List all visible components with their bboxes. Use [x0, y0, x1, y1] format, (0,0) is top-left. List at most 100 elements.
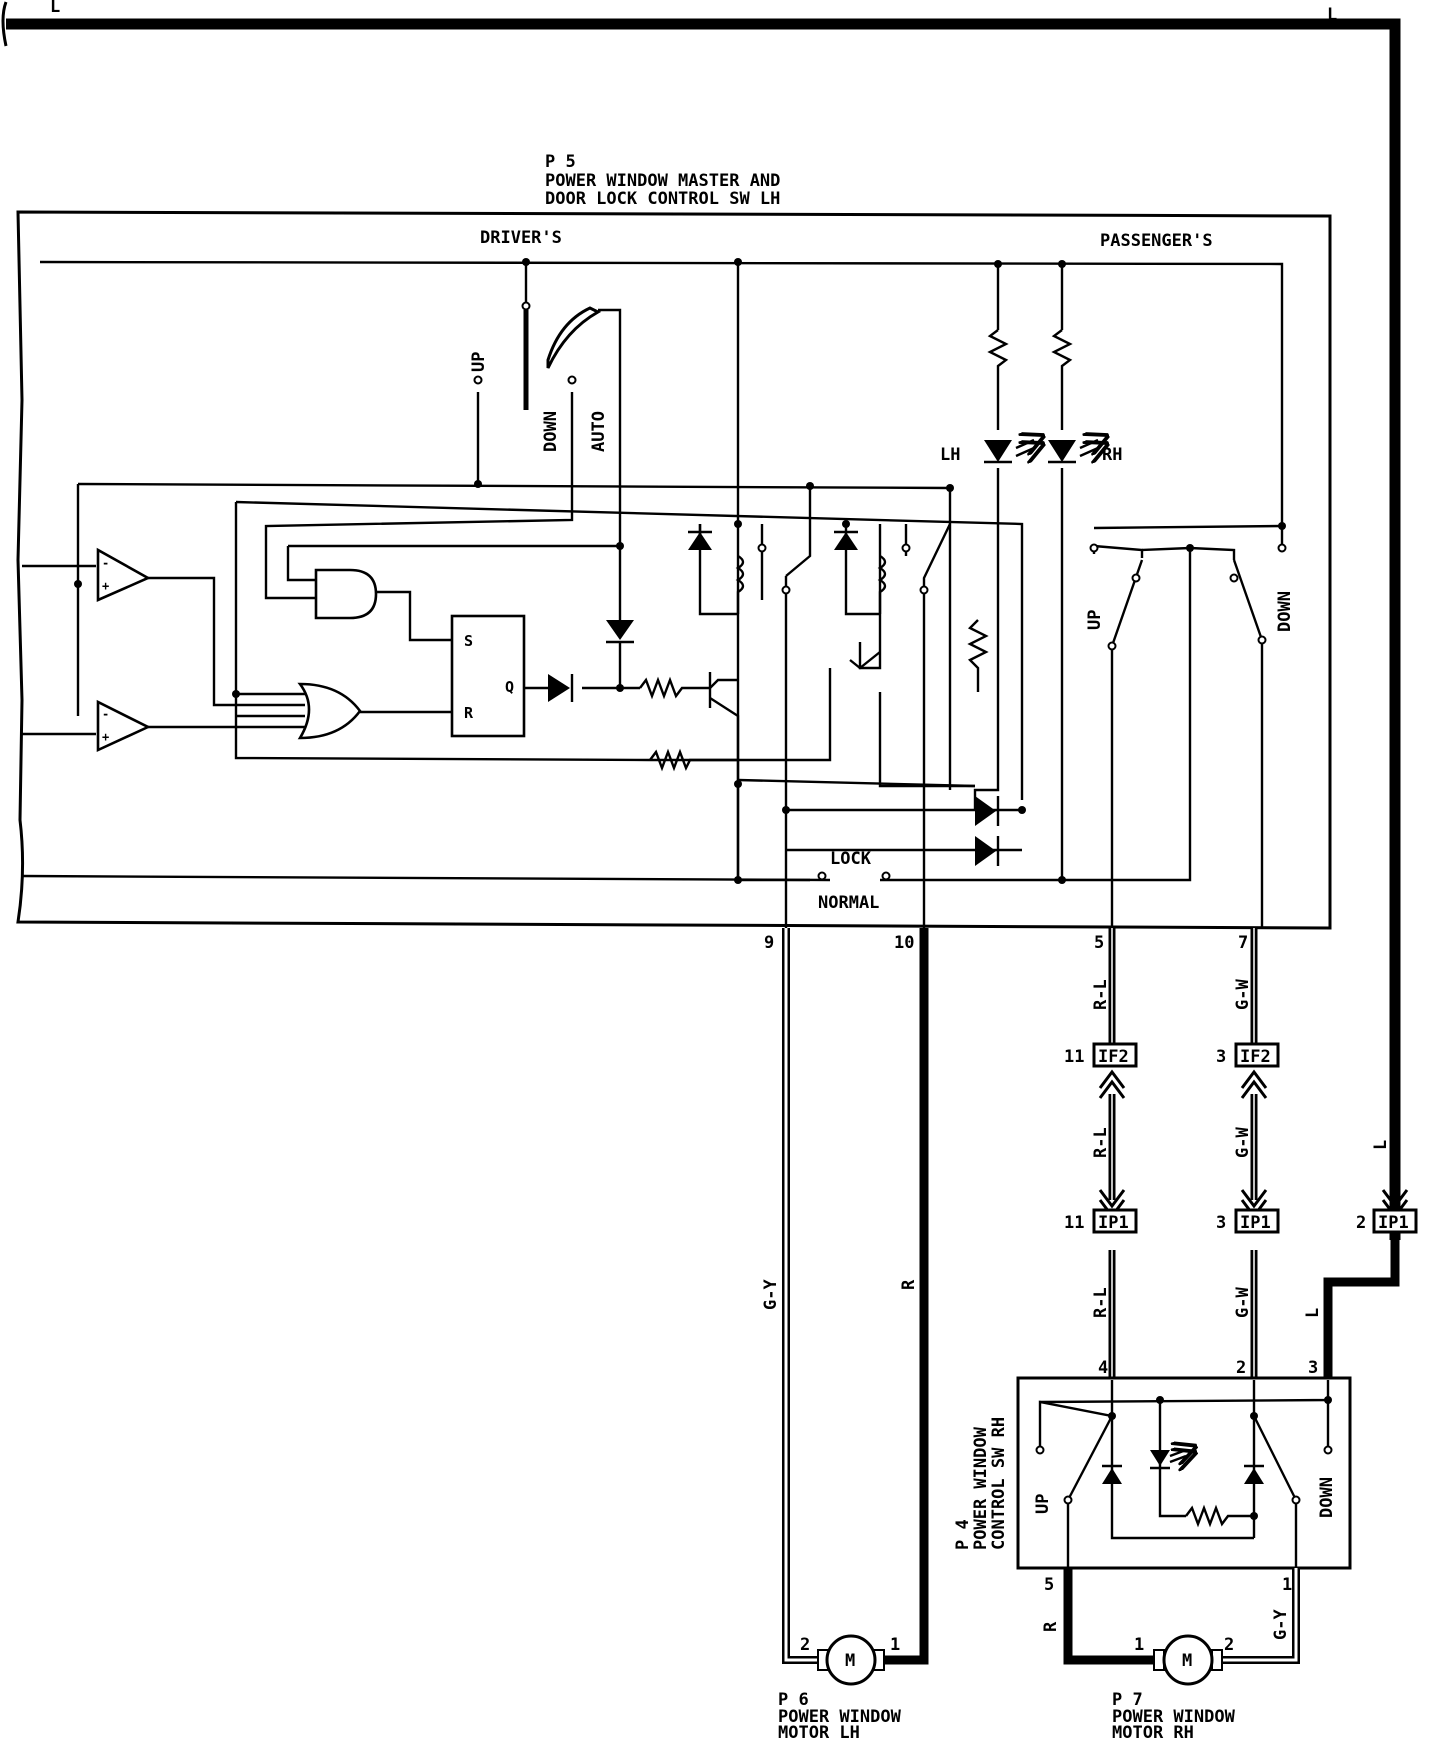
master-pin-10: 10: [894, 933, 914, 953]
lock-diodes: [975, 796, 1000, 866]
wire-label-l-right: L: [1327, 5, 1337, 25]
rh-switch-id: P 4: [953, 1519, 973, 1550]
connector-ip1-b: [1234, 1208, 1280, 1234]
svg-text:+: +: [102, 579, 109, 593]
connector-ip1-a: [1092, 1208, 1138, 1234]
motor-lh-pin-2: 2: [800, 1635, 810, 1655]
rh-pin-2: 2: [1236, 1358, 1246, 1378]
comparator-lower: - +: [96, 699, 152, 753]
wire-label-rl-2: R-L: [1091, 1127, 1111, 1158]
driver-rocker-switch: [523, 306, 622, 410]
connector-if2-b: [1234, 1042, 1280, 1068]
connector-if2-a-pin: 11: [1064, 1047, 1084, 1067]
motor-rh-name-2: MOTOR RH: [1112, 1723, 1194, 1742]
svg-text:-: -: [102, 556, 109, 570]
svg-text:+: +: [102, 730, 109, 744]
rh-pin-5: 5: [1044, 1575, 1054, 1595]
led-lh: [984, 440, 1034, 462]
wire-label-rl-1: R-L: [1091, 979, 1111, 1010]
wire-label-l-rh: L: [1303, 1308, 1323, 1318]
rh-pin-1: 1: [1282, 1575, 1292, 1595]
diode-q: [548, 674, 574, 702]
master-junction-dots: [74, 258, 1286, 884]
motor-rh-pin-2: 2: [1224, 1635, 1234, 1655]
rh-pin-3: 3: [1308, 1358, 1318, 1378]
or-gate: [297, 682, 362, 740]
wire-g-y-rh: [1222, 1568, 1300, 1664]
master-open-contacts: [473, 301, 1287, 881]
connector-if2-a: [1092, 1042, 1138, 1068]
wire-label-l-vertical: L: [1371, 1140, 1391, 1150]
led-rh-label: RH: [1102, 445, 1122, 465]
motor-rh-id: P 7: [1112, 1690, 1143, 1710]
master-switch-id: P 5: [545, 152, 576, 172]
rh-up-label: UP: [1033, 1494, 1053, 1514]
connector-ip1-a-name: IP1: [1098, 1213, 1129, 1233]
master-internal-wiring: [21, 260, 1284, 928]
wire-r-lh: [884, 928, 929, 1665]
wire-label-r-lh: R: [899, 1279, 919, 1290]
motor-lh-id: P 6: [778, 1690, 809, 1710]
master-pin-5: 5: [1094, 933, 1104, 953]
rh-pin-4: 4: [1098, 1358, 1108, 1378]
master-pin-9: 9: [764, 933, 774, 953]
normal-label: NORMAL: [818, 893, 879, 913]
rh-switch-led: [1150, 1450, 1186, 1468]
master-switch-name-2: DOOR LOCK CONTROL SW LH: [545, 189, 780, 209]
wire-label-rl-3: R-L: [1091, 1287, 1111, 1318]
connector-ip1-a-pin: 11: [1064, 1213, 1084, 1233]
motor-lh-pin-1: 1: [890, 1635, 900, 1655]
wire-label-gy-lh: G-Y: [761, 1279, 781, 1310]
wire-r-rh: [1063, 1568, 1154, 1665]
rh-switch-name-2: CONTROL SW RH: [989, 1417, 1009, 1550]
wire-label-gw-2: G-W: [1233, 1127, 1253, 1158]
comparator-upper: - +: [96, 547, 151, 602]
wire-label-l-left: L: [50, 0, 60, 17]
rh-switch-diodes: [1102, 1464, 1264, 1484]
motor-lh-name-2: MOTOR LH: [778, 1723, 860, 1742]
led-rh: [1048, 440, 1098, 462]
master-pin-7: 7: [1238, 933, 1248, 953]
ff-q-label: Q: [505, 678, 514, 696]
master-switch-name-1: POWER WINDOW MASTER AND: [545, 171, 780, 191]
connector-ip1-b-name: IP1: [1240, 1213, 1271, 1233]
relay-diodes: [688, 530, 858, 550]
resistors-driver: [639, 619, 989, 772]
and-gate: [314, 568, 378, 620]
pass-up-label: UP: [1085, 610, 1105, 630]
sr-flip-flop: [450, 614, 526, 738]
relay-coils: [735, 554, 887, 614]
pass-down-label: DOWN: [1275, 591, 1295, 632]
motor-rh-m: M: [1182, 1651, 1192, 1671]
connector-ip1-c-pin: 2: [1356, 1213, 1366, 1233]
rh-down-label: DOWN: [1317, 1477, 1337, 1518]
wire-l-top: [1, 1, 1401, 1240]
connector-if2-a-name: IF2: [1098, 1047, 1129, 1067]
wire-label-gy-rh: G-Y: [1271, 1609, 1291, 1640]
rh-switch-internal: [1038, 1380, 1330, 1580]
connector-if2-b-pin: 3: [1216, 1047, 1226, 1067]
rh-switch-contacts: [1035, 1396, 1333, 1520]
motor-lh-symbol: [817, 1634, 885, 1686]
svg-text:-: -: [102, 707, 109, 721]
motor-rh-name-1: POWER WINDOW: [1112, 1707, 1236, 1727]
led-resistors: [987, 329, 1073, 370]
connector-ip1-c-name: IP1: [1378, 1213, 1409, 1233]
wire-label-gw-1: G-W: [1233, 979, 1253, 1010]
diode-auto: [606, 620, 634, 644]
motor-lh-name-1: POWER WINDOW: [778, 1707, 902, 1727]
driver-down-label: DOWN: [541, 411, 561, 452]
master-switch-box: [16, 210, 1332, 930]
lock-label: LOCK: [830, 849, 872, 869]
wire-label-r-rh: R: [1041, 1621, 1061, 1632]
passengers-label: PASSENGER'S: [1100, 231, 1213, 251]
motor-rh-pin-1: 1: [1134, 1635, 1144, 1655]
wire-g-y-lh: [782, 928, 818, 1664]
rh-switch-name-1: POWER WINDOW: [971, 1426, 991, 1550]
driver-up-label: UP: [469, 352, 489, 372]
connector-if2-b-name: IF2: [1240, 1047, 1271, 1067]
wire-label-gw-3: G-W: [1233, 1287, 1253, 1318]
connector-ip1-b-pin: 3: [1216, 1213, 1226, 1233]
wire-l-rh: [1323, 1232, 1400, 1380]
